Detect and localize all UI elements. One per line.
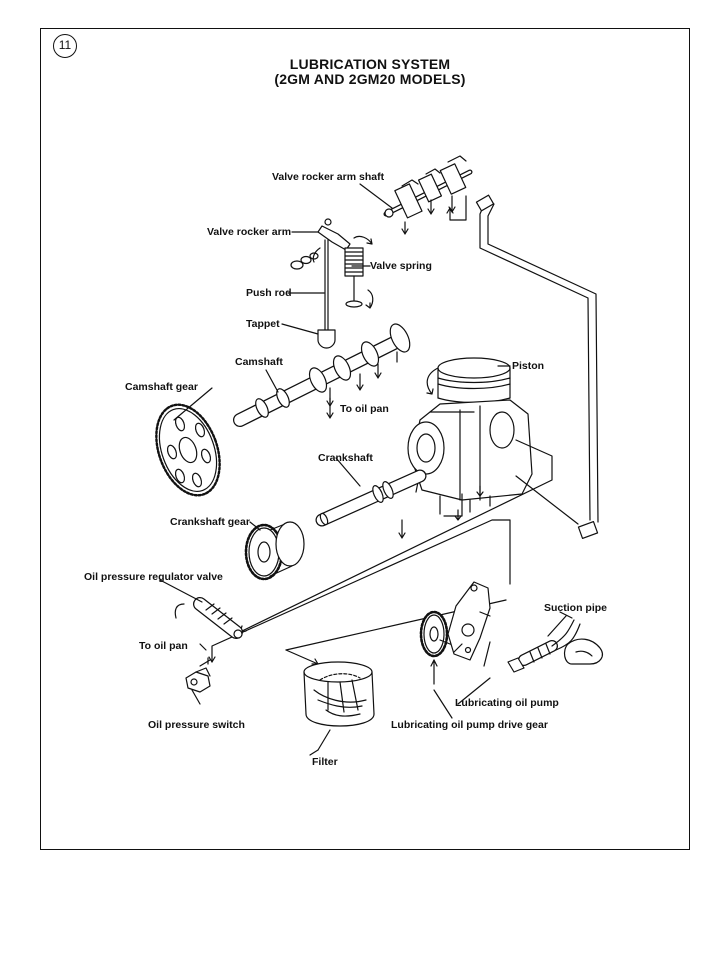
oil-pressure-regulator-valve-drawing	[174, 597, 243, 639]
label-to-oil-pan-upper: To oil pan	[340, 403, 389, 415]
washers-drawing	[290, 252, 319, 270]
label-valve-rocker-arm: Valve rocker arm	[207, 226, 292, 238]
oil-flow-arrows	[326, 397, 484, 521]
label-tappet: Tappet	[246, 318, 280, 330]
label-camshaft: Camshaft	[235, 356, 283, 368]
label-camshaft-gear: Camshaft gear	[125, 381, 198, 393]
leader-lines	[159, 183, 573, 756]
label-crankshaft-gear: Crankshaft gear	[170, 516, 250, 528]
oil-pressure-switch-drawing	[185, 657, 211, 693]
push-rod-drawing	[317, 239, 336, 349]
title-line-2: (2GM AND 2GM20 MODELS)	[274, 71, 466, 87]
valve-rocker-arm-shaft-drawing	[383, 155, 473, 235]
label-to-oil-pan-lower: To oil pan	[139, 640, 188, 652]
crankshaft-gear-drawing	[244, 521, 305, 581]
title-line-1: LUBRICATION SYSTEM	[289, 56, 451, 72]
suction-pipe-drawing	[507, 615, 603, 673]
valve-spring-drawing	[344, 247, 374, 309]
label-oil-pressure-switch: Oil pressure switch	[148, 719, 245, 731]
lubricating-oil-pump-drawing	[447, 581, 491, 667]
label-lubricating-oil-pump-drive-gear: Lubricating oil pump drive gear	[391, 719, 548, 731]
label-valve-rocker-arm-shaft: Valve rocker arm shaft	[272, 171, 385, 183]
crankshaft-drawing	[315, 469, 427, 539]
diagram-title: LUBRICATION SYSTEM (2GM AND 2GM20 MODELS…	[190, 57, 550, 87]
label-oil-pressure-regulator-valve: Oil pressure regulator valve	[84, 571, 223, 583]
page-frame	[40, 28, 690, 850]
label-filter: Filter	[312, 756, 338, 768]
label-lubricating-oil-pump: Lubricating oil pump	[455, 697, 559, 709]
valve-rocker-arm-drawing	[312, 218, 373, 263]
label-crankshaft: Crankshaft	[318, 452, 373, 464]
crankcase-drawing	[407, 399, 533, 513]
page-number: 11	[53, 34, 77, 58]
filter-drawing	[303, 661, 375, 751]
camshaft-drawing	[233, 323, 411, 427]
lubricating-oil-pump-drive-gear-drawing	[419, 610, 461, 685]
camshaft-gear-drawing	[155, 403, 221, 497]
label-piston: Piston	[512, 360, 545, 372]
label-valve-spring: Valve spring	[370, 260, 432, 272]
label-push-rod: Push rod	[246, 287, 292, 299]
label-suction-pipe: Suction pipe	[544, 602, 607, 614]
piston-drawing	[426, 357, 511, 404]
